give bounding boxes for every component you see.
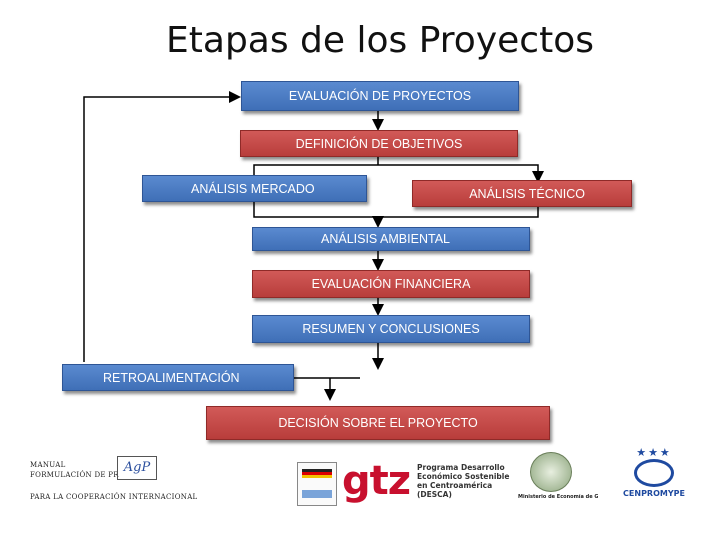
node-resumen-conclusiones: RESUMEN Y CONCLUSIONES — [252, 315, 530, 343]
footer-manual: MANUAL — [30, 461, 66, 469]
node-evaluacion-proyectos: EVALUACIÓN DE PROYECTOS — [241, 81, 519, 111]
node-evaluacion-financiera: EVALUACIÓN FINANCIERA — [252, 270, 530, 298]
node-retroalimentacion: RETROALIMENTACIÓN — [62, 364, 294, 391]
footer-cooperacion: PARA LA COOPERACIÓN INTERNACIONAL — [30, 493, 198, 501]
desca-line-4: (DESCA) — [417, 490, 452, 499]
guatemala-seal-icon — [530, 452, 572, 492]
desca-line-2: Económico Sostenible — [417, 472, 510, 481]
desca-line-3: en Centroamérica — [417, 481, 493, 490]
cenpromype-logo: ★★★ CENPROMYPE — [618, 446, 690, 508]
ministerio-text: Ministerio de Economía de Guatemala — [518, 494, 598, 500]
desca-text: Programa Desarrollo Económico Sostenible… — [417, 463, 509, 499]
gtz-logo: gtz — [342, 458, 411, 504]
stars-icon: ★★★ — [636, 447, 672, 459]
desca-line-1: Programa Desarrollo — [417, 463, 505, 472]
footer-formulacion: FORMULACIÓN DE PR — [30, 471, 119, 479]
node-analisis-mercado: ANÁLISIS MERCADO — [142, 175, 367, 202]
node-decision: DECISIÓN SOBRE EL PROYECTO — [206, 406, 550, 440]
node-definicion-objetivos: DEFINICIÓN DE OBJETIVOS — [240, 130, 518, 157]
agci-logo: AgP — [117, 456, 157, 480]
cenpromype-text: CENPROMYPE — [623, 489, 685, 498]
globe-icon — [634, 459, 674, 487]
cooperacion-alemana-logo — [297, 462, 337, 506]
agci-logo-text: AgP — [123, 460, 151, 475]
node-analisis-tecnico: ANÁLISIS TÉCNICO — [412, 180, 632, 207]
node-analisis-ambiental: ANÁLISIS AMBIENTAL — [252, 227, 530, 251]
diagram-title: Etapas de los Proyectos — [166, 20, 594, 61]
